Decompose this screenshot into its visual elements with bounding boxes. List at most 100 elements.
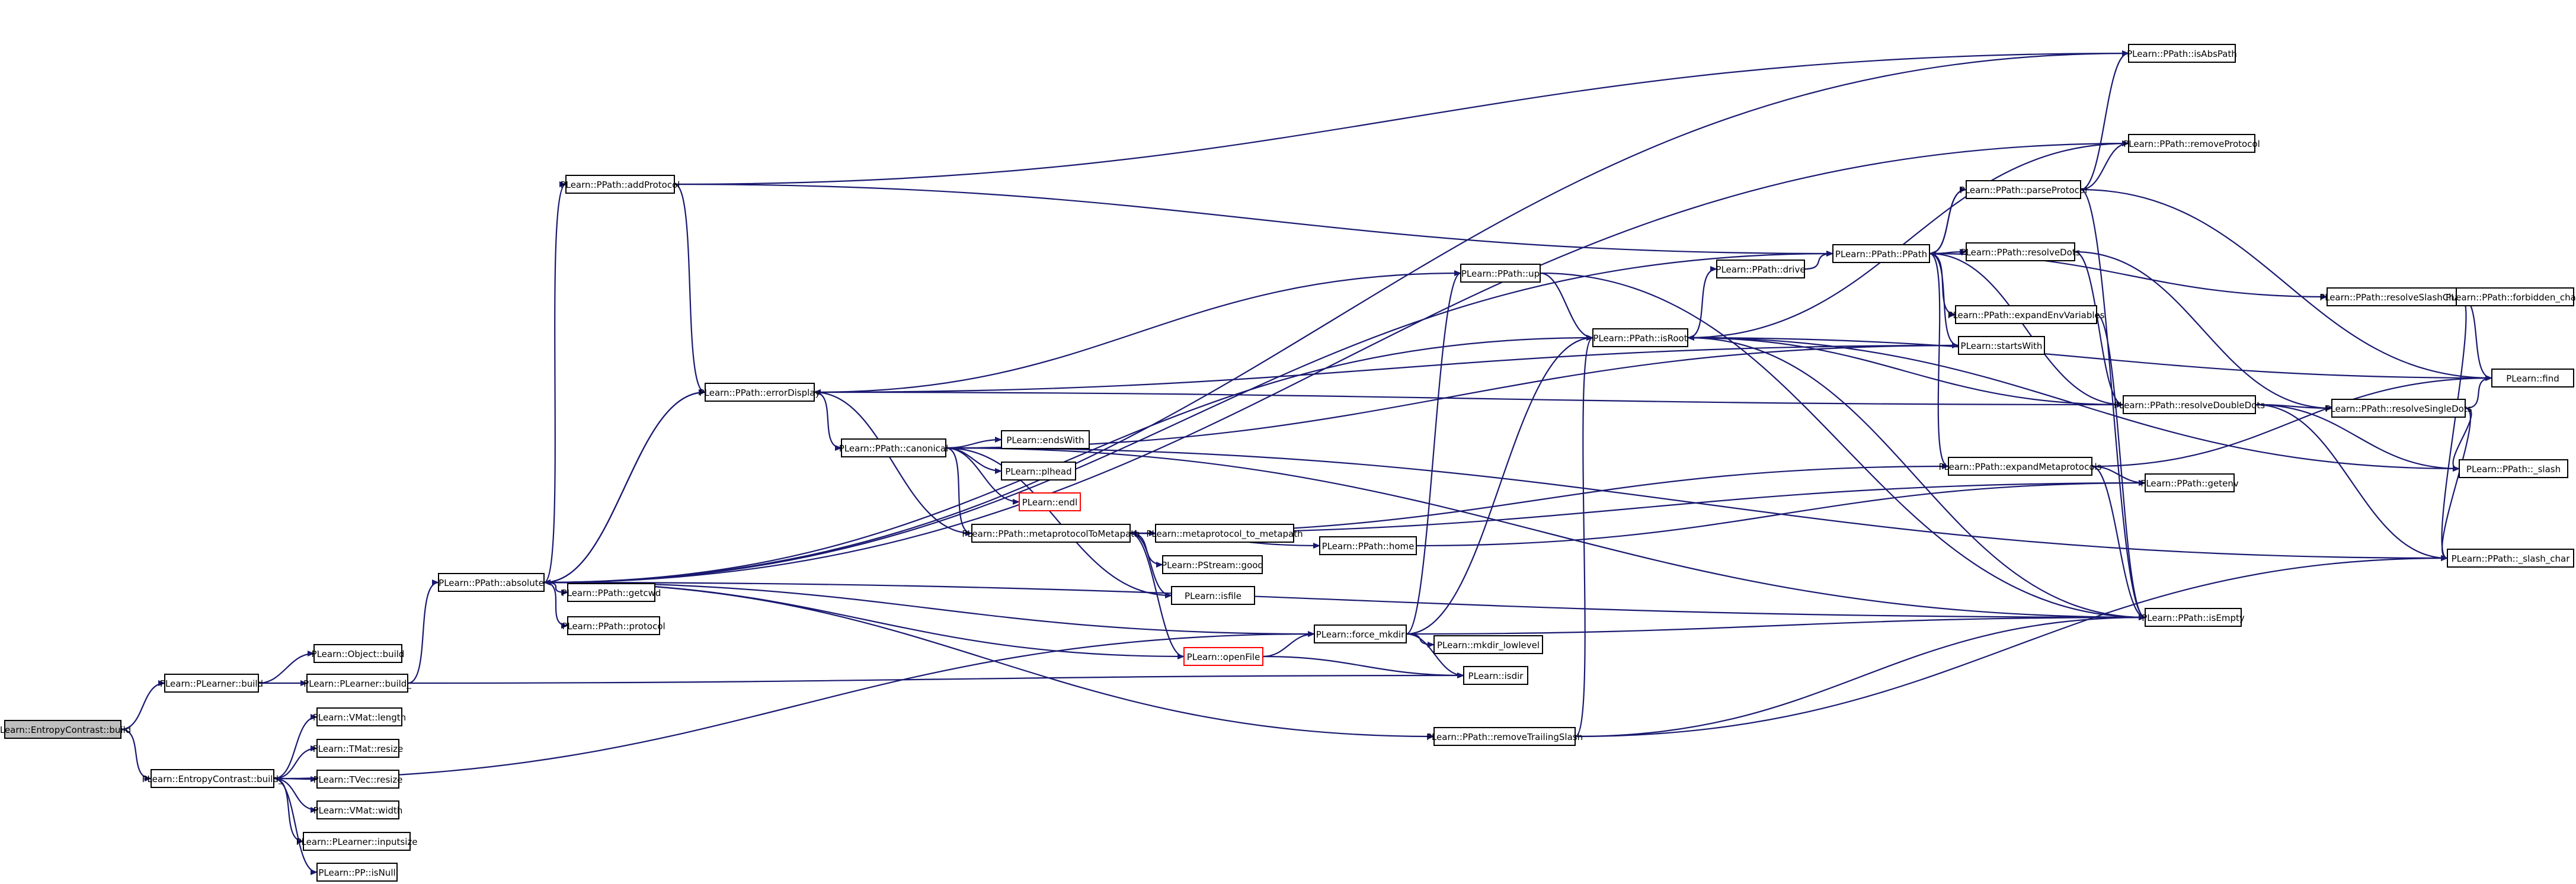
graph-node-getenv[interactable]: PLearn::PPath::getenv <box>2140 473 2239 492</box>
node-label: PLearn::PPath::drive <box>1716 264 1805 275</box>
graph-edge <box>945 437 1002 449</box>
graph-node-expandenv[interactable]: PLearn::PPath::expandEnvVariables <box>1947 305 2105 324</box>
graph-node-canonical[interactable]: PLearn::PPath::canonical <box>839 438 949 457</box>
node-box <box>1592 328 1688 347</box>
graph-node-vmat-length[interactable]: PLearn::VMat::length <box>313 707 406 726</box>
node-box <box>1463 666 1528 685</box>
graph-node-absolute[interactable]: PLearn::PPath::absolute <box>438 573 545 592</box>
node-box <box>316 739 399 758</box>
node-box <box>2491 369 2574 387</box>
edges-layer <box>120 50 2492 875</box>
graph-node-drive[interactable]: PLearn::PPath::drive <box>1716 260 1806 278</box>
graph-node-parseprotocol[interactable]: PLearn::PPath::parseProtocol <box>1960 180 2088 199</box>
graph-node-addprotocol[interactable]: PLearn::PPath::addProtocol <box>561 175 680 194</box>
graph-node-ec-build[interactable]: PLearn::EntropyContrast::build <box>0 720 131 739</box>
graph-node-resolvedoubledots[interactable]: PLearn::PPath::resolveDoubleDots <box>2114 395 2265 414</box>
graph-node-errordisplay[interactable]: PLearn::PPath::errorDisplay <box>699 383 821 402</box>
graph-edge <box>814 344 1959 395</box>
graph-node-pl-build[interactable]: PLearn::PLearner::build <box>160 674 263 693</box>
graph-node-protocol[interactable]: PLearn::PPath::protocol <box>562 616 665 635</box>
graph-edge <box>814 272 1461 395</box>
graph-node-mkdir-lowlevel[interactable]: PLearn::mkdir_lowlevel <box>1433 635 1543 654</box>
graph-edge <box>1129 532 1185 659</box>
graph-node-find[interactable]: PLearn::find <box>2491 369 2574 387</box>
node-box <box>164 674 259 693</box>
graph-edge <box>273 777 318 813</box>
graph-node-isempty[interactable]: PLearn::PPath::isEmpty <box>2142 608 2245 627</box>
node-label: PLearn::PPath::removeProtocol <box>2123 139 2260 149</box>
graph-node-expandmeta[interactable]: PLearn::PPath::expandMetaprotocols <box>1938 457 2102 476</box>
graph-node-resolvedots[interactable]: PLearn::PPath::resolveDots <box>1961 242 2081 261</box>
graph-edge <box>273 777 318 875</box>
graph-node-slash[interactable]: PLearn::PPath::_slash <box>2459 459 2568 478</box>
node-label: PLearn::PPath::home <box>1322 541 1415 552</box>
node-label: PLearn::PPath::metaprotocolToMetapath <box>962 529 1140 539</box>
graph-node-ec-build-[interactable]: PLearn::EntropyContrast::build_ <box>142 769 283 788</box>
graph-edge <box>543 581 2146 620</box>
graph-node-pstream-good[interactable]: PLearn::PStream::good <box>1161 555 1263 574</box>
graph-node-resolvesingle[interactable]: PLearn::PPath::resolveSingleDots <box>2325 399 2472 418</box>
node-box <box>306 674 408 693</box>
graph-edge <box>120 728 152 781</box>
graph-edge <box>1129 532 1172 598</box>
graph-node-ppath[interactable]: PLearn::PPath::PPath <box>1832 244 1930 263</box>
node-box <box>1966 242 2075 261</box>
graph-node-isabspath[interactable]: PLearn::PPath::isAbsPath <box>2127 44 2237 63</box>
graph-edge <box>1575 555 2448 738</box>
node-box <box>1001 430 1090 449</box>
graph-node-vmat-width[interactable]: PLearn::VMat::width <box>313 800 403 819</box>
node-box <box>1183 647 1263 666</box>
graph-node-tmat-resize[interactable]: PLearn::TMat::resize <box>313 739 404 758</box>
graph-node-home[interactable]: PLearn::PPath::home <box>1319 536 1417 555</box>
node-box <box>1162 555 1263 574</box>
graph-node-startswith[interactable]: PLearn::startsWith <box>1958 336 2045 355</box>
graph-node-m2m[interactable]: PLearn::PPath::metaprotocolToMetapath <box>962 524 1140 543</box>
graph-edge <box>2255 403 2460 472</box>
graph-node-mp-to-mp[interactable]: PLearn::metaprotocol_to_metapath <box>1146 524 1303 543</box>
graph-node-pp-isnull[interactable]: PLearn::PP::isNull <box>316 863 398 882</box>
graph-edge <box>543 181 567 584</box>
node-box <box>2145 608 2242 627</box>
graph-node-obj-build[interactable]: PLearn::Object::build <box>312 644 405 663</box>
node-label: PLearn::PPath::absolute <box>439 578 544 588</box>
node-label: PLearn::find <box>2506 373 2559 384</box>
node-label: PLearn::PPath::errorDisplay <box>699 387 821 398</box>
node-label: PLearn::PPath::forbidden_chars <box>2446 292 2576 303</box>
node-label: PLearn::PPath::addProtocol <box>561 180 680 190</box>
node-label: PLearn::PLearner::inputsize <box>296 837 418 847</box>
graph-node-tvec-resize[interactable]: PLearn::TVec::resize <box>313 770 403 789</box>
graph-node-forbidden[interactable]: PLearn::PPath::forbidden_chars <box>2446 287 2576 306</box>
node-box <box>303 832 411 851</box>
graph-node-removeprotocol[interactable]: PLearn::PPath::removeProtocol <box>2123 134 2260 153</box>
graph-node-pl-build-[interactable]: PLearn::PLearner::build_ <box>303 674 411 693</box>
graph-node-up[interactable]: PLearn::PPath::up <box>1460 264 1541 283</box>
graph-node-removetrailing[interactable]: PLearn::PPath::removeTrailingSlash <box>1426 727 1583 746</box>
graph-edge <box>1687 335 2124 406</box>
node-label: PLearn::PPath::_slash <box>2466 464 2561 475</box>
node-box <box>841 438 946 457</box>
graph-edge <box>1687 140 2129 339</box>
node-label: PLearn::PPath::isRoot <box>1593 333 1687 344</box>
graph-node-inputsize[interactable]: PLearn::PLearner::inputsize <box>296 832 418 851</box>
node-label: PLearn::PLearner::build <box>160 678 263 689</box>
graph-node-endswith[interactable]: PLearn::endsWith <box>1001 430 1090 449</box>
graph-edge <box>543 391 706 585</box>
node-box <box>1001 462 1076 481</box>
node-box <box>971 524 1131 543</box>
graph-node-endl[interactable]: PLearn::endl <box>1019 492 1081 511</box>
graph-node-slashchar[interactable]: PLearn::PPath::_slash_char <box>2447 549 2574 568</box>
graph-node-isdir[interactable]: PLearn::isdir <box>1463 666 1528 685</box>
graph-node-openfile[interactable]: PLearn::openFile <box>1183 647 1263 666</box>
graph-node-isfile[interactable]: PLearn::isfile <box>1171 586 1255 605</box>
node-box <box>1314 624 1407 643</box>
node-label: PLearn::PPath::isAbsPath <box>2127 49 2237 59</box>
node-box <box>1955 305 2097 324</box>
graph-node-force-mkdir[interactable]: PLearn::force_mkdir <box>1314 624 1407 643</box>
graph-node-resolveslash[interactable]: PLearn::PPath::resolveSlashChars <box>2319 287 2468 306</box>
graph-node-isroot[interactable]: PLearn::PPath::isRoot <box>1592 328 1688 347</box>
nodes-layer: PLearn::EntropyContrast::buildPLearn::PL… <box>0 44 2576 882</box>
graph-node-getcwd[interactable]: PLearn::PPath::getcwd <box>562 583 661 602</box>
node-label: PLearn::endsWith <box>1006 435 1084 446</box>
graph-edge <box>273 777 304 844</box>
graph-node-plhead[interactable]: PLearn::plhead <box>1001 462 1076 481</box>
